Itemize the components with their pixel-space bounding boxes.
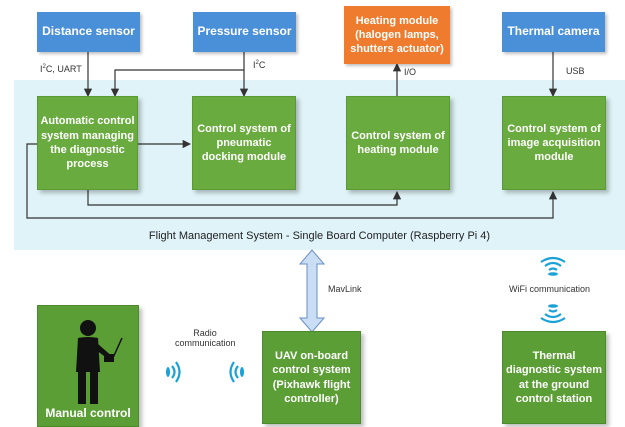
automatic-line-2: system managing — [41, 129, 134, 142]
heating-control-line-1: Control system of — [351, 129, 445, 142]
operator-figure-icon — [76, 320, 123, 404]
automatic-line-3: the diagnostic — [50, 144, 125, 156]
thermal-interface-label: USB — [566, 66, 585, 76]
pressure-sensor-box: Pressure sensor — [193, 12, 296, 52]
uav-line-1: UAV on-board — [274, 349, 349, 362]
docking-control-module: Control system of pneumatic docking modu… — [192, 96, 296, 190]
distance-interface-suffix: C, UART — [45, 64, 82, 74]
wifi-label: WiFi communication — [509, 284, 591, 294]
heating-module-box: Heating module (halogen lamps, shutters … — [344, 6, 450, 64]
docking-line-1: Control system of — [197, 122, 291, 135]
image-line-1: Control system of — [507, 122, 601, 135]
fms-label: Flight Management System - Single Board … — [148, 230, 491, 242]
wifi-icon-bottom — [540, 304, 566, 324]
automatic-to-image-line — [26, 143, 558, 219]
heating-module-line-3: shutters actuator) — [350, 43, 444, 56]
automatic-control-module: Automatic control system managing the di… — [37, 96, 138, 190]
docking-line-2: pneumatic — [216, 136, 272, 149]
automatic-line-1: Automatic control — [40, 115, 135, 128]
pressure-interface-sup: 2 — [255, 60, 259, 66]
pressure-interface-label: I2C — [253, 60, 265, 70]
uav-control-system-box: UAV on-board control system (Pixhawk fli… — [262, 331, 361, 424]
ground-line-1: Thermal — [532, 349, 576, 362]
distance-sensor-label: Distance sensor — [42, 24, 135, 39]
image-line-2: image acquisition — [507, 136, 601, 149]
distance-interface-sup: 2 — [42, 64, 46, 70]
ground-station-box: Thermal diagnostic system at the ground … — [502, 331, 606, 424]
wifi-icon-top — [540, 256, 566, 276]
uav-line-2: control system — [272, 364, 351, 377]
radio-label: Radio communication — [175, 328, 236, 348]
pressure-interface-suffix: C — [258, 60, 266, 70]
automatic-line-4: process — [66, 158, 109, 171]
image-acquisition-module: Control system of image acquisition modu… — [502, 96, 606, 190]
heating-control-module: Control system of heating module — [346, 96, 450, 190]
pressure-interface-prefix: I — [253, 60, 256, 70]
ground-line-4: control station — [515, 392, 593, 405]
radio-label-line-2: communication — [175, 338, 236, 348]
manual-control-label: Manual control — [45, 406, 131, 421]
docking-line-3: docking module — [201, 151, 287, 164]
distance-sensor-box: Distance sensor — [37, 12, 140, 52]
distance-interface-label: I2C, UART — [40, 64, 82, 74]
pressure-to-automatic-line — [110, 69, 244, 98]
thermal-camera-box: Thermal camera — [502, 12, 605, 52]
heating-module-line-2: (halogen lamps, — [355, 28, 439, 41]
heating-module-line-1: Heating module — [355, 14, 439, 27]
radio-icon-left — [166, 361, 181, 383]
manual-control-box: Manual control — [37, 305, 139, 427]
heating-control-line-2: heating module — [357, 144, 439, 156]
ground-line-3: at the ground — [518, 378, 590, 391]
uav-line-3: (Pixhawk flight — [272, 378, 351, 391]
image-line-3: module — [534, 151, 574, 164]
distance-interface-prefix: I — [40, 64, 43, 74]
uav-line-4: controller) — [284, 392, 339, 405]
mavlink-double-arrow — [298, 249, 326, 333]
radio-icon-right — [229, 361, 244, 383]
ground-line-2: diagnostic system — [506, 364, 602, 377]
pressure-sensor-label: Pressure sensor — [197, 24, 292, 39]
mavlink-label: MavLink — [328, 284, 362, 294]
automatic-to-heating-line — [87, 190, 402, 206]
thermal-camera-label: Thermal camera — [507, 24, 600, 39]
radio-label-line-1: Radio — [193, 328, 217, 338]
heating-interface-label: I/O — [404, 67, 417, 77]
